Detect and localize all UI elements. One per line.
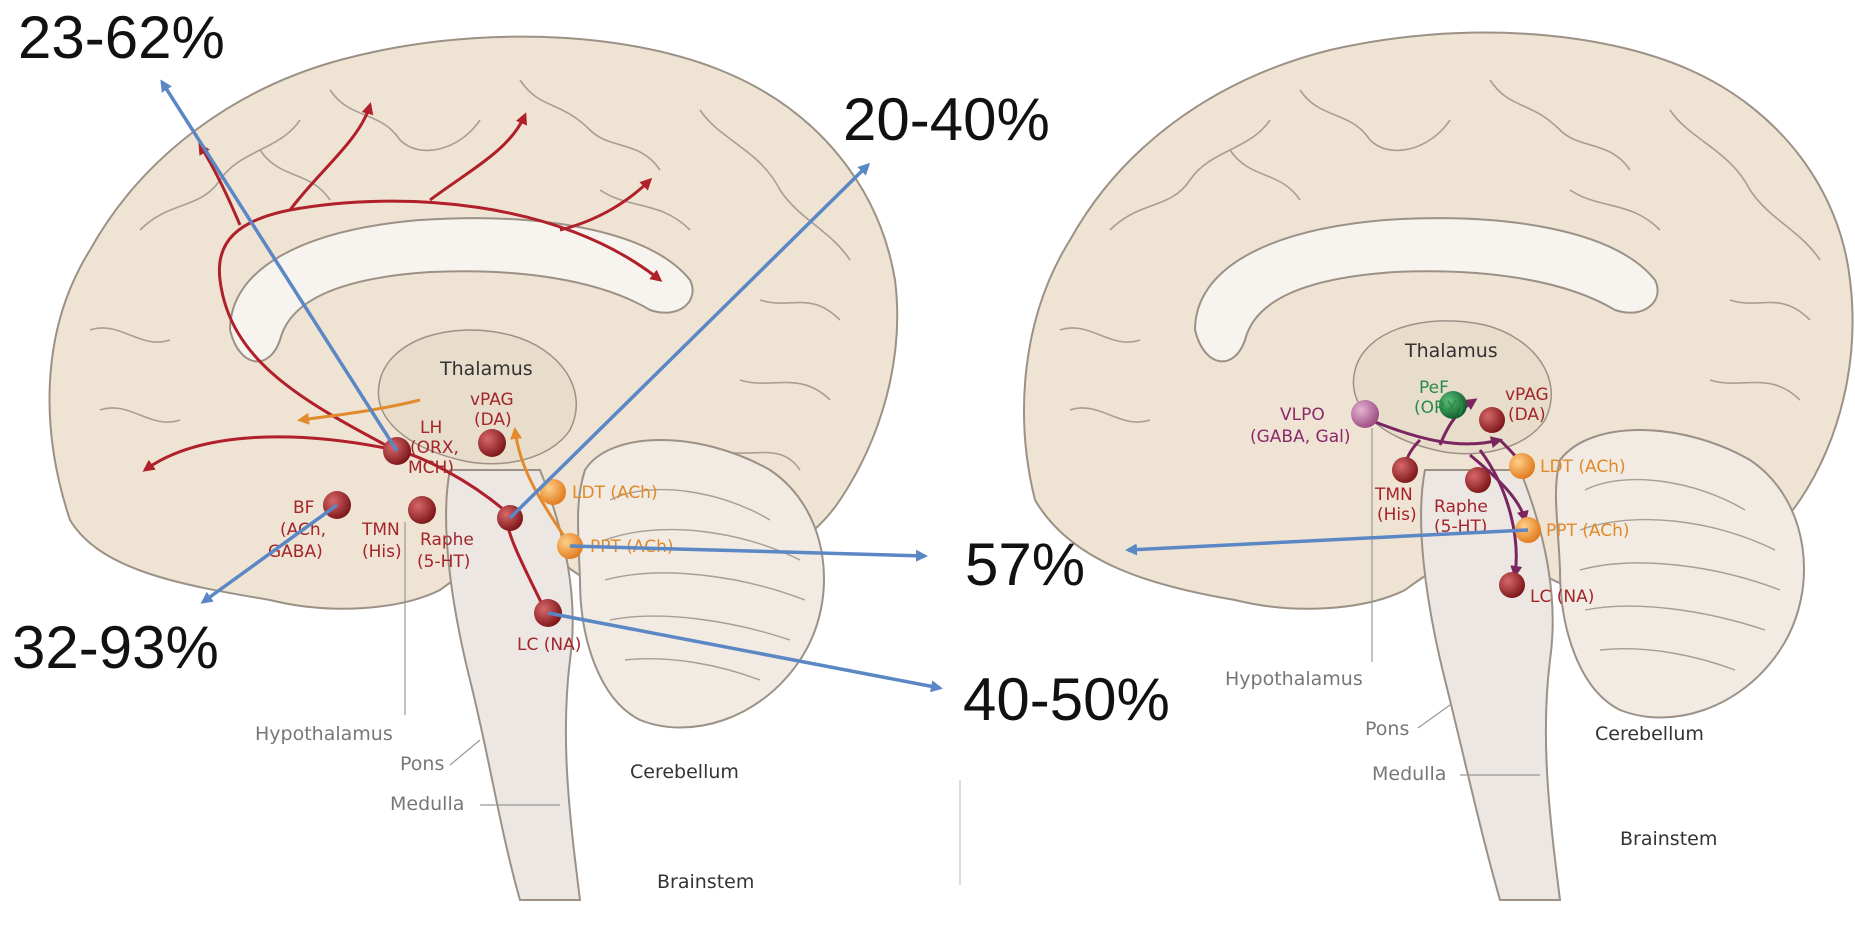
right-node-lc	[1499, 572, 1525, 598]
right-label-vlpo-2: (GABA, Gal)	[1250, 427, 1350, 447]
percent-label-32-93: 32-93%	[12, 614, 219, 681]
left-label-raphe-2: (5-HT)	[417, 552, 470, 572]
left-label-lh-2: (ORX,	[410, 438, 459, 458]
right-label-vpag-1: vPAG	[1505, 385, 1549, 405]
right-label-hypothalamus: Hypothalamus	[1225, 668, 1363, 690]
left-label-ldt: LDT (ACh)	[572, 483, 658, 503]
right-label-pons: Pons	[1365, 718, 1409, 740]
left-node-tmn	[408, 496, 436, 524]
left-label-vpag-2: (DA)	[474, 410, 512, 430]
right-label-brainstem: Brainstem	[1620, 828, 1717, 850]
left-brain: Thalamus vPAG (DA) LH (ORX, MCH) BF (ACh…	[50, 37, 898, 900]
right-node-raphe	[1465, 467, 1491, 493]
right-label-tmn-1: TMN	[1374, 485, 1413, 505]
left-label-cerebellum: Cerebellum	[630, 761, 739, 783]
right-node-vpag	[1479, 407, 1505, 433]
left-label-lh-3: MCH)	[408, 458, 454, 478]
left-label-vpag-1: vPAG	[470, 390, 514, 410]
percent-label-20-40: 20-40%	[843, 86, 1050, 153]
right-label-lc: LC (NA)	[1530, 587, 1594, 607]
left-node-vpag	[478, 429, 506, 457]
left-label-bf-1: BF	[293, 498, 314, 518]
right-label-pef-2: (ORX)	[1414, 398, 1464, 418]
left-label-brainstem: Brainstem	[657, 871, 754, 893]
left-label-pons: Pons	[400, 753, 444, 775]
right-label-pef-1: PeF	[1419, 378, 1449, 398]
right-label-thalamus: Thalamus	[1404, 340, 1498, 362]
left-label-lc: LC (NA)	[517, 635, 581, 655]
right-label-ldt: LDT (ACh)	[1540, 457, 1626, 477]
right-brain: Thalamus PeF (ORX) vPAG (DA) VLPO (GABA,…	[1024, 33, 1853, 900]
right-label-cerebellum: Cerebellum	[1595, 723, 1704, 745]
right-label-tmn-2: (His)	[1377, 505, 1417, 525]
right-label-medulla: Medulla	[1372, 763, 1446, 785]
percent-label-40-50: 40-50%	[963, 666, 1170, 733]
left-label-hypothalamus: Hypothalamus	[255, 723, 393, 745]
left-label-medulla: Medulla	[390, 793, 464, 815]
left-label-thalamus: Thalamus	[439, 358, 533, 380]
right-node-vlpo	[1351, 400, 1379, 428]
percent-label-57: 57%	[965, 531, 1085, 598]
left-label-bf-3: GABA)	[268, 542, 323, 562]
right-label-vlpo-1: VLPO	[1280, 405, 1325, 425]
percent-label-23-62: 23-62%	[18, 4, 225, 71]
right-label-ppt: PPT (ACh)	[1546, 521, 1630, 541]
left-label-tmn-2: (His)	[362, 542, 402, 562]
left-label-raphe-1: Raphe	[420, 530, 474, 550]
left-label-lh-1: LH	[420, 418, 442, 438]
right-node-ldt	[1509, 453, 1535, 479]
right-node-tmn	[1392, 457, 1418, 483]
right-label-vpag-2: (DA)	[1508, 405, 1546, 425]
right-label-raphe-1: Raphe	[1434, 497, 1488, 517]
left-label-tmn-1: TMN	[361, 520, 400, 540]
